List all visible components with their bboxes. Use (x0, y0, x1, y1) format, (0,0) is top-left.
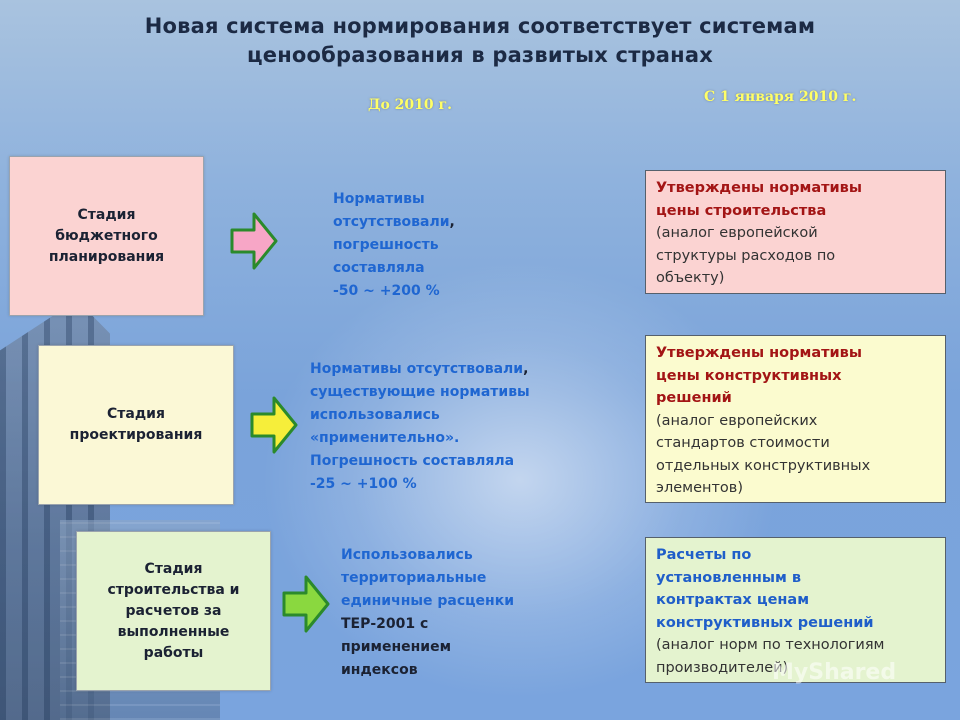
slide-title-line-1: Новая система нормирования соответствует… (144, 14, 816, 38)
before-rest-design: существующие нормативы использовались «п… (310, 384, 530, 469)
before-rest-budget: погрешность составляла (333, 237, 439, 276)
watermark: MyShared (772, 660, 897, 685)
after-box-design: Утверждены нормативы цены конструктивных… (645, 335, 946, 503)
before-comma-budget: , (449, 214, 455, 230)
before-main-design: Нормативы отсутствовали (310, 361, 524, 377)
arrow-right-icon (230, 212, 278, 270)
slide-title: Новая система нормирования соответствует… (0, 12, 960, 70)
stage-label-construction: Стадия строительства и расчетов за выпол… (107, 560, 240, 661)
before-text-design: Нормативы отсутствовали, существующие но… (310, 358, 530, 496)
after-box-construction: Расчеты по установленным в контрактах це… (645, 537, 946, 683)
after-box-budget: Утверждены нормативы цены строительства … (645, 170, 946, 294)
column-header-before: До 2010 г. (368, 97, 452, 113)
before-range-budget: -50 ~ +200 % (333, 283, 440, 299)
after-note-budget: (аналог европейской структуры расходов п… (656, 225, 836, 286)
before-rest-construction: ТЕР-2001 с применением индексов (341, 616, 452, 678)
after-heading-design: Утверждены нормативы цены конструктивных… (656, 345, 862, 406)
after-note-construction: (аналог норм по технологиям производител… (656, 637, 885, 676)
before-text-construction: Использовались территориальные единичные… (341, 544, 514, 682)
stage-box-construction: Стадия строительства и расчетов за выпол… (76, 531, 271, 691)
before-text-budget: Нормативы отсутствовали, погрешность сос… (333, 188, 455, 303)
arrow-right-icon (250, 396, 298, 454)
stage-box-design: Стадия проектирования (38, 345, 234, 505)
before-range-design: -25 ~ +100 % (310, 476, 417, 492)
after-heading-budget: Утверждены нормативы цены строительства (656, 180, 862, 219)
arrow-right-icon (282, 575, 330, 633)
before-main-budget: Нормативы отсутствовали (333, 191, 450, 230)
before-comma-design: , (523, 361, 529, 377)
stage-box-budget: Стадия бюджетного планирования (9, 156, 204, 316)
after-heading-construction: Расчеты по установленным в контрактах це… (656, 547, 874, 631)
stage-label-design: Стадия проектирования (69, 406, 203, 443)
stage-label-budget: Стадия бюджетного планирования (48, 206, 165, 265)
column-header-after: С 1 января 2010 г. (704, 89, 857, 105)
after-note-design: (аналог европейских стандартов стоимости… (656, 412, 871, 497)
before-main-construction: Использовались территориальные единичные… (341, 547, 515, 609)
slide-title-line-2: ценообразования в развитых странах (246, 43, 714, 67)
